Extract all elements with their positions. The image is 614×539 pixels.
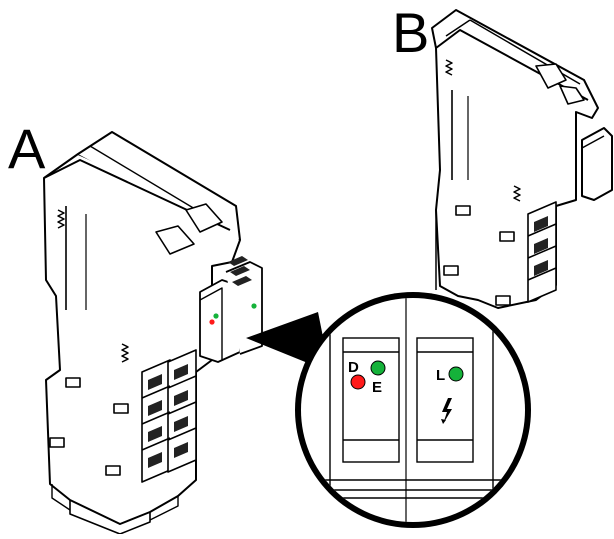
led-label-l: L bbox=[436, 367, 445, 384]
lightning-bolt-icon bbox=[442, 398, 452, 424]
led-label-e: E bbox=[372, 379, 382, 396]
led-green-l bbox=[448, 366, 464, 382]
module-a bbox=[43, 131, 263, 535]
led-green-e bbox=[370, 360, 386, 376]
led-label-d: D bbox=[348, 359, 359, 376]
module-b bbox=[431, 9, 613, 309]
zoom-callout: D E L bbox=[295, 292, 531, 528]
label-b: B bbox=[392, 1, 429, 64]
label-a: A bbox=[8, 117, 46, 180]
led-red-d bbox=[350, 374, 366, 390]
